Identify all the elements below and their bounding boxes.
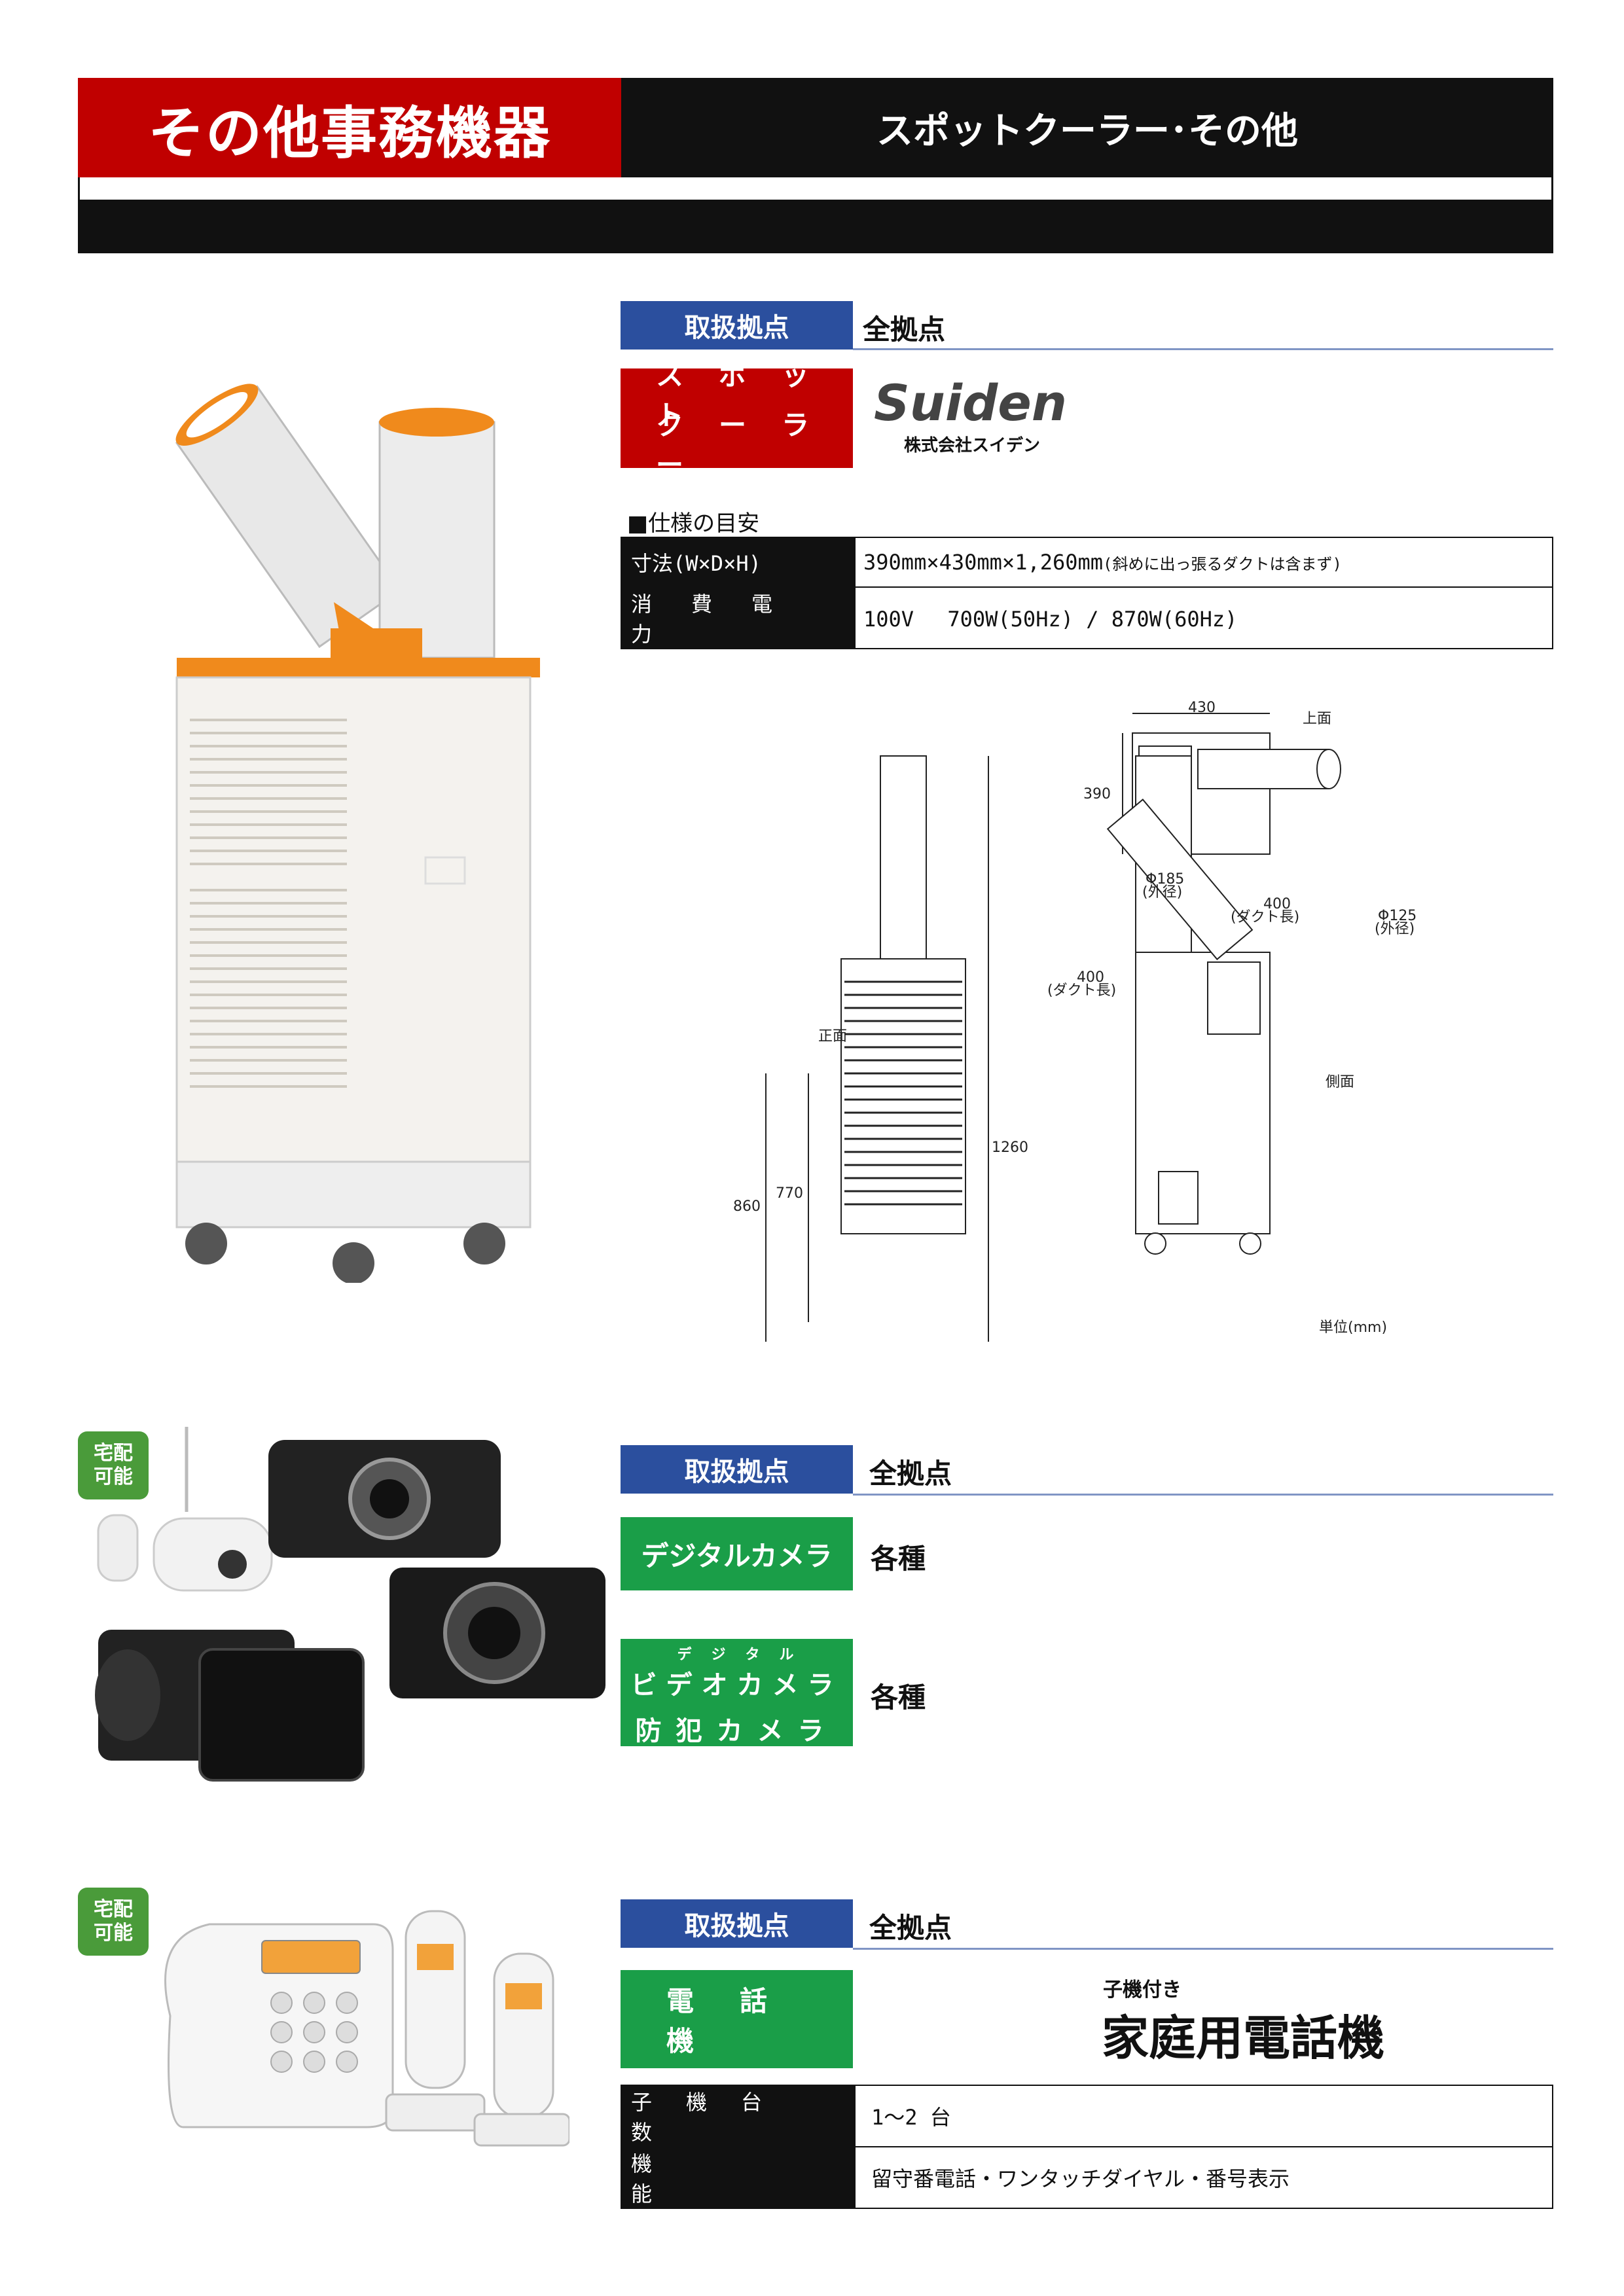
handling-value-3: 全拠点 (869, 1912, 952, 1944)
spec-note: (斜めに出っ張るダクトは含まず) (1103, 555, 1342, 573)
spec-label-text: 消費電力 (631, 592, 812, 647)
duct-diameter-note: (外径) (1142, 884, 1182, 901)
security-label: 防犯カメラ (635, 1716, 839, 1746)
spec-value: 390mm×430mm×1,260mm(斜めに出っ張るダクトは含まず) (854, 537, 1553, 588)
suiden-company: 株式会社スイデン (903, 436, 1040, 456)
category-title: その他事務機器 (78, 78, 621, 177)
handling-value: 全拠点 (863, 314, 946, 346)
category-subtitle: スポットクーラー･その他 (621, 78, 1553, 177)
badge-line2: 可能 (94, 1922, 133, 1945)
spec-value-text: 390mm×430mm×1,260mm (863, 550, 1104, 575)
table-row: 機能 留守番電話・ワンタッチダイヤル・番号表示 (621, 2146, 1553, 2209)
product-label-line1: スポット (656, 359, 845, 431)
cameras-image (88, 1427, 612, 1800)
suiden-logo-text: Suiden (874, 374, 1067, 432)
header-bar (78, 200, 1553, 253)
handling-underline-2 (853, 1494, 1553, 1496)
spec-label: 消費電力 (621, 586, 856, 649)
spec-label-text: 寸法(W×D×H) (631, 551, 761, 576)
spec-value: 留守番電話・ワンタッチダイヤル・番号表示 (854, 2146, 1553, 2209)
phone-subtitle: 子機付き (1103, 1979, 1182, 2001)
suiden-logo: Suiden 株式会社スイデン (874, 378, 1070, 456)
handling-underline (853, 348, 1553, 350)
product-label-spot-cooler: スポット クーラー (621, 359, 853, 481)
front-view-label: 正面 (818, 1028, 847, 1045)
handling-label-text: 取扱拠点 (684, 1911, 789, 1941)
handling-underline-3 (853, 1948, 1553, 1950)
duct2-diameter-note: (外径) (1375, 921, 1415, 937)
spot-cooler-image (164, 367, 543, 1284)
header-frame (78, 177, 1553, 200)
delivery-badge: 宅配 可能 (78, 1888, 149, 1956)
top-depth-label: 390 (1083, 786, 1111, 802)
delivery-badge: 宅配 可能 (78, 1431, 149, 1499)
unit-note: 単位(mm) (1319, 1319, 1387, 1336)
handling-label-2: 取扱拠点 (621, 1445, 853, 1494)
label-video-security-camera: デ ジ タ ル ビデオカメラ 防犯カメラ (621, 1639, 853, 1746)
video-ruby: デ ジ タ ル (677, 1647, 797, 1663)
phone-title: 家庭用電話機 (1102, 2011, 1385, 2066)
duct-len-vertical-note: (ダクト長) (1047, 982, 1116, 999)
duct-len-angled: 400 (1263, 896, 1291, 912)
spec-label-text: 機能 (631, 2151, 810, 2206)
height-body-label: 860 (733, 1198, 761, 1215)
video-label: ビデオカメラ (630, 1670, 843, 1700)
duct-len-angled-note: (ダクト長) (1231, 909, 1299, 925)
table-row: 寸法(W×D×H) 390mm×430mm×1,260mm(斜めに出っ張るダクト… (621, 537, 1553, 588)
handling-label-text: 取扱拠点 (684, 1457, 789, 1487)
spec-label-text: 子機台数 (631, 2090, 797, 2145)
badge-line1: 宅配 (94, 1898, 133, 1921)
top-width-label: 430 (1188, 700, 1216, 716)
handling-label-text: 取扱拠点 (684, 313, 789, 343)
product-label-line2: クーラー (656, 409, 845, 481)
label-telephone: 電話機 (621, 1970, 853, 2068)
top-view-label: 上面 (1303, 711, 1331, 727)
duct2-diameter: Φ125 (1378, 908, 1416, 924)
spec-value: 1～2 台 (854, 2085, 1553, 2147)
spec-label: 寸法(W×D×H) (621, 537, 856, 588)
spec-label: 機能 (621, 2146, 856, 2209)
spec-label: 子機台数 (621, 2085, 856, 2147)
badge-line1: 宅配 (94, 1442, 133, 1465)
duct-len-vertical: 400 (1077, 969, 1104, 986)
telephone-spec-table: 子機台数 1～2 台 機能 留守番電話・ワンタッチダイヤル・番号表示 (621, 2085, 1553, 2209)
badge-line2: 可能 (94, 1465, 133, 1488)
label-digital-camera: デジタルカメラ (621, 1517, 853, 1590)
spec-value: 100V 700W(50Hz) / 870W(60Hz) (854, 586, 1553, 649)
handling-label: 取扱拠点 (621, 301, 853, 350)
duct-diameter-label: Φ185 (1146, 871, 1184, 888)
side-view-label: 側面 (1326, 1074, 1354, 1090)
table-row: 消費電力 100V 700W(50Hz) / 870W(60Hz) (621, 586, 1553, 649)
camera-value: 各種 (871, 1543, 926, 1575)
dimension-diagram: 430 上面 390 正面 1260 860 770 (727, 694, 1447, 1361)
handling-label-3: 取扱拠点 (621, 1899, 853, 1948)
handling-value-2: 全拠点 (869, 1458, 952, 1490)
spec-title: ■仕様の目安 (627, 511, 760, 537)
video-value: 各種 (871, 1681, 926, 1713)
telephone-image (124, 1898, 571, 2147)
table-row: 子機台数 1～2 台 (621, 2085, 1553, 2147)
height-total-label: 1260 (992, 1139, 1028, 1156)
height-grille-label: 770 (776, 1185, 803, 1202)
spot-cooler-spec-table: 寸法(W×D×H) 390mm×430mm×1,260mm(斜めに出っ張るダクト… (621, 537, 1553, 649)
